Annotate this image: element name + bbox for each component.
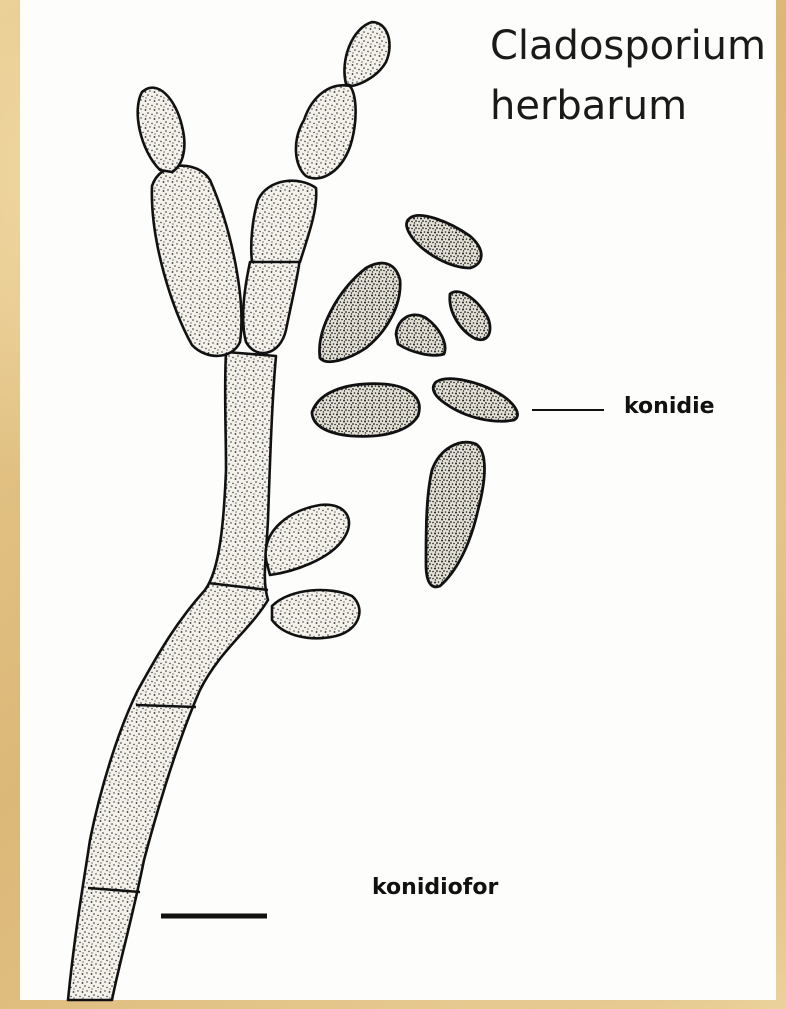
lateral-conidium-lower: [272, 590, 359, 638]
conidia-label: konidie: [624, 396, 715, 418]
conidium-b: [320, 263, 401, 362]
conidium-a: [407, 215, 482, 268]
conidium-f: [433, 379, 517, 421]
right-tip-cell: [344, 22, 389, 86]
figure-title-line-2: herbarum: [490, 86, 687, 126]
conidium-c: [450, 292, 490, 340]
figure-title-line-1: Cladosporium: [490, 26, 766, 66]
right-cell-upper: [296, 85, 356, 178]
conidium-e: [312, 384, 419, 437]
lateral-conidium-upper: [266, 505, 349, 575]
right-cell-lower: [243, 258, 300, 353]
left-tip-cell: [138, 88, 185, 172]
conidium-d: [396, 315, 445, 355]
main-stalk: [68, 352, 276, 1000]
left-long-cell: [152, 166, 242, 356]
right-cell-middle: [251, 181, 316, 262]
conidiophore: [68, 352, 276, 1000]
conidiophore-label: konidiofor: [372, 877, 498, 899]
conidium-g: [426, 442, 485, 587]
